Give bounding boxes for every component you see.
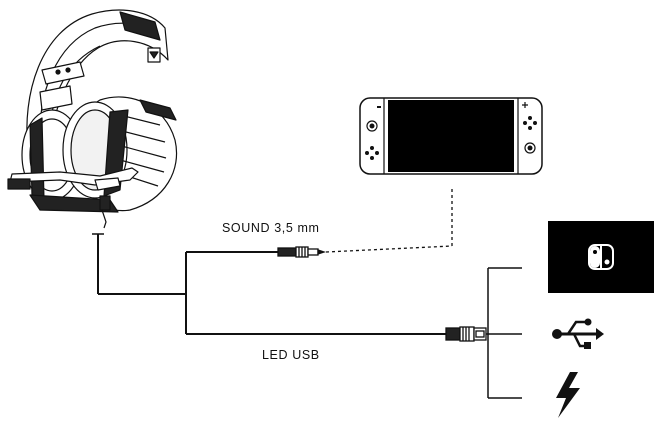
usb-icon [552, 318, 604, 349]
cable-lines [92, 233, 448, 335]
audio-jack-3-5mm [277, 246, 327, 258]
handheld-game-console [359, 97, 543, 175]
output-bracket [486, 267, 522, 399]
usb-plug [445, 326, 487, 342]
dotted-connection-line [325, 188, 453, 253]
switch-logo-icon [588, 244, 614, 270]
lightning-icon [556, 372, 580, 418]
led-usb-cable-label: LED USB [262, 348, 320, 362]
sound-cable-label: SOUND 3,5 mm [222, 221, 320, 235]
dock-output [548, 221, 654, 293]
gaming-headset [7, 9, 178, 229]
